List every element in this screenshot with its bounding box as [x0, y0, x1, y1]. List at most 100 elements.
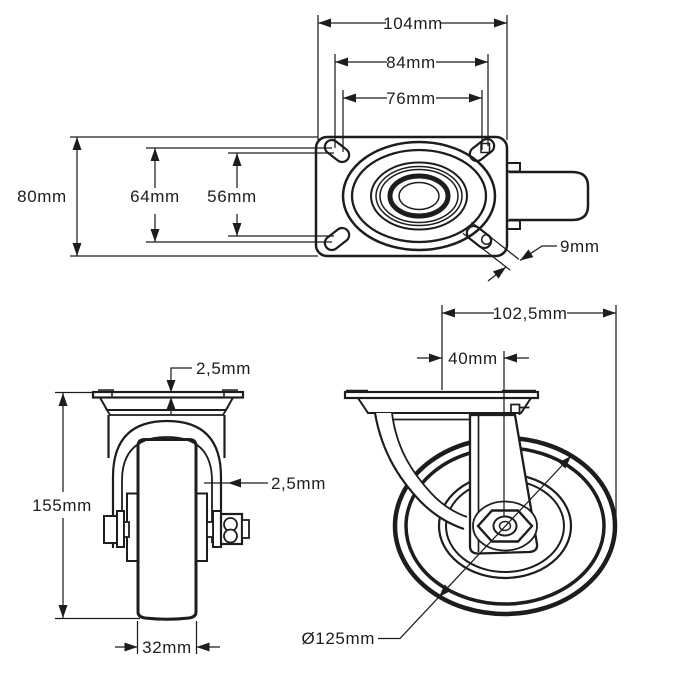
fork-sweep-outer-edge	[373, 412, 465, 531]
hub-tab-bottom	[506, 219, 521, 230]
axle-bolt-head-left	[103, 515, 118, 544]
arrowhead-right	[469, 93, 482, 103]
nut-thread-circle-bottom	[223, 528, 238, 544]
arrowhead-right	[124, 642, 138, 652]
arrowhead-right	[429, 353, 442, 363]
dimension-plate-width: 104mm	[317, 14, 508, 140]
front-view	[91, 389, 250, 621]
dim-wheel-width-label: 32mm	[142, 638, 192, 657]
axle-washer-right	[212, 510, 222, 548]
drawing-root: 104mm 84mm 76mm 80mm	[17, 14, 618, 657]
dim-fork-thickness-label: 2,5mm	[271, 474, 326, 493]
bolt-slot-bottom-left	[323, 226, 351, 252]
mounting-plate-outline	[314, 135, 509, 258]
arrowhead-left	[442, 308, 455, 318]
bearing-race-outer	[341, 140, 497, 252]
dimension-wheel-diameter: Ø125mm	[301, 455, 572, 648]
arrowhead-left	[228, 478, 241, 488]
swivel-housing-sides	[107, 415, 226, 458]
axle-spacer-left	[123, 521, 130, 538]
swivel-crown	[356, 397, 533, 414]
axle-bore-center	[498, 520, 512, 532]
dimension-overall-height: 155mm	[32, 391, 140, 620]
dim-wheel-diameter-label: Ø125mm	[301, 629, 375, 648]
arrowhead-right	[603, 308, 616, 318]
kingpin-bore-ring	[387, 173, 451, 219]
side-view-dimensions: 102,5mm 40mm Ø125mm	[301, 304, 617, 648]
dim-lines	[115, 621, 220, 654]
arrowhead-left	[318, 18, 331, 28]
arrowhead-down	[166, 380, 176, 393]
dim-slot-width-label: 9mm	[560, 237, 600, 256]
fork-arch-outer	[111, 419, 223, 548]
dimension-slot-span-vertical: 64mm	[130, 147, 332, 243]
dimension-plate-thickness: 2,5mm	[166, 359, 251, 414]
dim-lines	[441, 305, 617, 528]
fork-leg-right	[195, 492, 208, 562]
wheel-hub-outline	[509, 170, 590, 222]
dim-plate-depth-label: 80mm	[17, 187, 67, 206]
arrowhead-left	[504, 353, 517, 363]
arrowhead-right	[494, 18, 507, 28]
kingpin-bore-inner	[398, 181, 440, 211]
side-view	[343, 389, 618, 617]
axle-spacer-right	[206, 521, 214, 538]
arrowhead-down	[232, 223, 242, 236]
arrowhead-left	[343, 93, 356, 103]
hub-tab-top	[506, 162, 521, 173]
dim-lines	[228, 152, 334, 237]
dimension-hole-span-vertical: 56mm	[207, 152, 334, 237]
arrowhead-lower	[439, 584, 452, 597]
arrowhead-upper	[558, 456, 571, 469]
arrowhead-upper	[520, 249, 534, 261]
dim-slot-span-vertical-label: 64mm	[130, 187, 180, 206]
arrowhead-up	[232, 153, 242, 166]
arrowhead-up	[166, 397, 176, 410]
arrowhead-left	[196, 642, 210, 652]
dim-overall-length-label: 102,5mm	[492, 304, 567, 323]
arrowhead-up	[150, 148, 160, 161]
fork-leg-notch	[510, 403, 530, 415]
dim-hole-span-label: 76mm	[386, 89, 436, 108]
dimension-plate-depth: 80mm	[17, 136, 318, 257]
dimension-slot-width: 9mm	[462, 221, 600, 282]
fork-arch-inner	[121, 436, 213, 543]
arrowhead-up	[72, 137, 82, 150]
dimension-slot-span-outer: 84mm	[334, 53, 489, 148]
arrowhead-left	[335, 57, 348, 67]
arrowhead-up	[58, 393, 68, 406]
swivel-crown-lower	[105, 409, 228, 416]
top-view	[314, 135, 590, 258]
dimension-fork-thickness: 2,5mm	[204, 474, 326, 493]
dim-lines	[342, 90, 483, 152]
arrowhead-lower	[492, 267, 506, 279]
dim-lines	[317, 15, 508, 140]
arrowhead-down	[150, 229, 160, 242]
axle-end-cap	[241, 519, 250, 539]
dimension-overall-length: 102,5mm	[441, 304, 617, 528]
front-view-dimensions: 2,5mm 2,5mm 155mm 32mm	[32, 359, 326, 657]
dimension-swivel-offset: 40mm	[417, 349, 529, 517]
dim-lines	[70, 136, 318, 257]
dim-lines	[334, 54, 489, 148]
fork-sweep-inner-edge	[391, 412, 468, 518]
bearing-race-4	[375, 165, 463, 227]
swivel-crown	[98, 396, 235, 411]
bearing-race-3	[370, 161, 468, 231]
dim-slot-span-outer-label: 84mm	[386, 53, 436, 72]
dimension-hole-span: 76mm	[342, 89, 483, 152]
bearing-race-2	[350, 148, 488, 244]
slot-tangent-lines	[462, 221, 520, 271]
dim-hole-span-vertical-label: 56mm	[207, 187, 257, 206]
arrowhead-down	[58, 605, 68, 618]
bolt-slot-top-left	[323, 138, 351, 164]
dimension-wheel-width: 32mm	[115, 621, 220, 657]
axle-washer-left	[116, 510, 125, 548]
slot-detail-rect	[480, 142, 491, 154]
diameter-line	[378, 455, 572, 640]
dim-plate-width-label: 104mm	[383, 14, 443, 33]
dim-lines	[55, 391, 140, 620]
dim-plate-thickness-label: 2,5mm	[196, 359, 251, 378]
dim-overall-height-label: 155mm	[32, 496, 92, 515]
